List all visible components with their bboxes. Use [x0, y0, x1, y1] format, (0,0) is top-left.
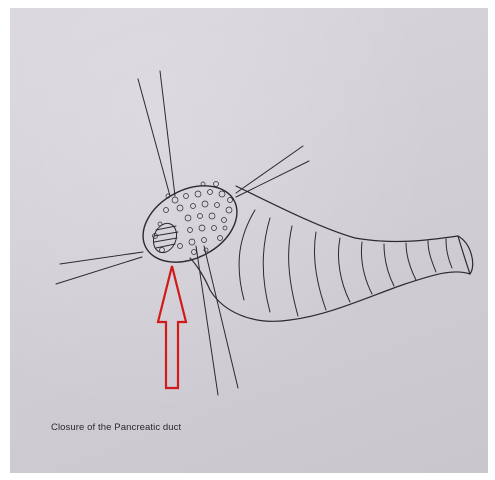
figure-caption: Closure of the Pancreatic duct: [51, 422, 181, 433]
body-segment-lines: [239, 210, 452, 316]
suture-threads: [56, 71, 309, 395]
up-arrow-icon: [158, 266, 186, 388]
cut-surface: [130, 171, 250, 278]
